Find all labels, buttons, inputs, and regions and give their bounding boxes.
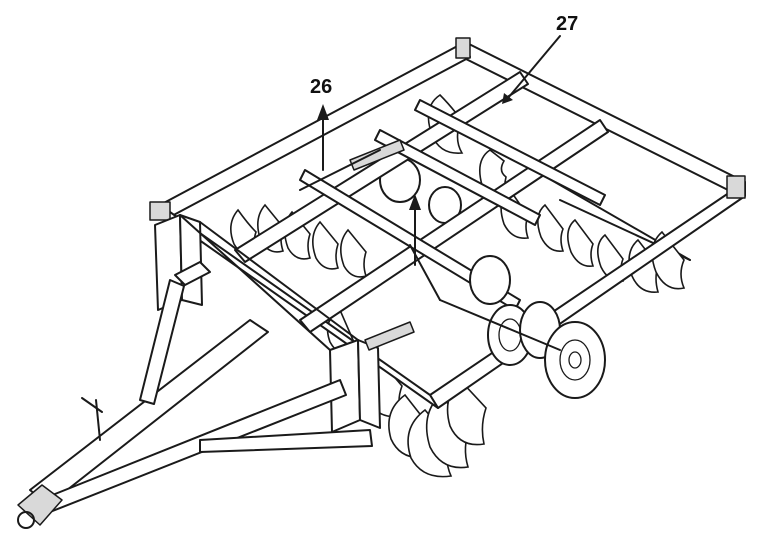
front-uprights: [154, 214, 381, 433]
callout-26: 26: [310, 76, 332, 171]
callout-26-label: 26: [310, 76, 332, 98]
hitch-tongue: [17, 261, 373, 529]
transport-wheels: [439, 255, 606, 399]
callout-27-leader: [507, 35, 561, 99]
leveling-linkage: [299, 139, 441, 351]
interior-arrow: [409, 194, 421, 266]
callout-26-arrowhead: [317, 104, 329, 120]
front-left-disc-gang: [230, 157, 462, 278]
callout-27: 27: [502, 13, 578, 104]
callout-27-arrowhead: [502, 93, 513, 104]
callout-27-label: 27: [556, 13, 578, 35]
